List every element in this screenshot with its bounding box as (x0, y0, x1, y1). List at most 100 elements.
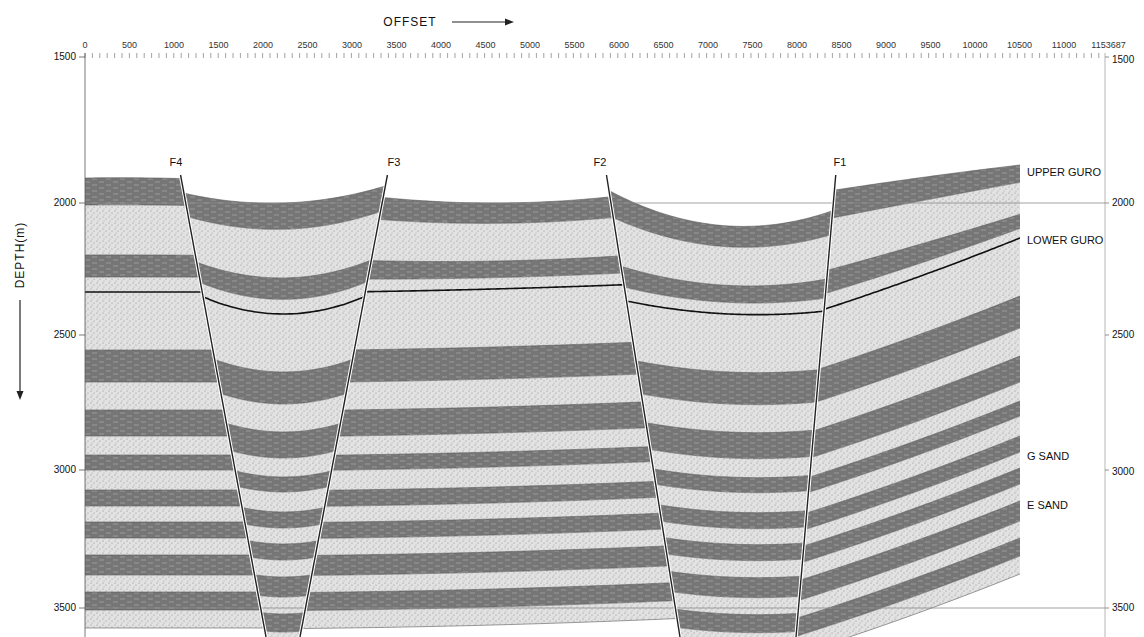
depth-label: 3000 (54, 465, 76, 475)
horizon-line (756, 213, 1080, 331)
ruler-tick (366, 53, 367, 58)
ruler-tick (92, 53, 93, 58)
horizon-label: UPPER GURO (1027, 167, 1101, 178)
ruler-tick (543, 53, 544, 58)
depth-label: 3500 (54, 603, 76, 613)
ruler-tick (166, 53, 167, 58)
arrow-head (505, 19, 514, 26)
ruler-tick (603, 53, 604, 58)
offset-tick-label: 5500 (564, 41, 584, 50)
arrow-head (17, 391, 24, 400)
ruler-tick (551, 53, 552, 58)
bed-boundary (25, 628, 281, 629)
ruler-tick (751, 53, 752, 58)
ruler-tick (869, 53, 870, 58)
offset-tick-label: 7500 (742, 41, 762, 50)
ruler-tick (662, 53, 663, 58)
axis-title: OFFSET (383, 16, 436, 28)
sand-layer (25, 575, 281, 592)
ruler-tick (817, 53, 818, 58)
ruler-tick (107, 53, 108, 58)
ruler-tick (684, 53, 685, 58)
ruler-tick (373, 53, 374, 58)
fault-gap (181, 175, 266, 637)
bed-boundary (285, 495, 701, 506)
ruler-tick (307, 53, 308, 58)
ruler-tick (210, 53, 211, 58)
bed-boundary (756, 549, 1080, 637)
ruler-tick (677, 53, 678, 58)
offset-tick-label: 3000 (342, 41, 362, 50)
ruler-tick (965, 53, 966, 58)
ruler-tick (218, 53, 219, 58)
axis-tick (1105, 470, 1109, 471)
ruler-tick (1054, 53, 1055, 58)
bed-boundary (285, 479, 701, 490)
ruler-tick (262, 53, 263, 58)
fault-label: F1 (834, 157, 847, 168)
ruler-tick (736, 53, 737, 58)
bed-boundary (285, 581, 701, 592)
axis-tick (1105, 57, 1109, 58)
ruler-tick (284, 53, 285, 58)
bed-boundary (285, 544, 701, 555)
ruler-tick (144, 53, 145, 58)
ruler-tick (321, 53, 322, 58)
ruler-tick (1002, 53, 1003, 58)
ruler-tick (455, 53, 456, 58)
ruler-tick (129, 53, 130, 58)
ruler-tick (862, 53, 863, 58)
bed-boundary (582, 175, 874, 227)
offset-tick-label: 4500 (475, 41, 495, 50)
bed-boundary (25, 522, 281, 523)
ruler-tick (469, 53, 470, 58)
ruler-tick (699, 53, 700, 58)
ruler-tick (1098, 53, 1099, 58)
ruler-tick (773, 53, 774, 58)
depth-label: 2000 (54, 198, 76, 208)
depth-label: 3000 (1112, 467, 1134, 477)
ruler-tick (706, 53, 707, 58)
ruler-tick (225, 53, 226, 58)
ruler-tick (277, 53, 278, 58)
ruler-tick (566, 53, 567, 58)
depth-label: 1500 (1112, 55, 1134, 65)
ruler-tick (640, 53, 641, 58)
ruler-tick (1024, 53, 1025, 58)
ruler-tick (314, 53, 315, 58)
offset-tick-label: 5000 (520, 41, 540, 50)
ruler-tick (514, 53, 515, 58)
depth-arrow (19, 300, 20, 392)
ruler-tick (906, 53, 907, 58)
ruler-tick (625, 53, 626, 58)
fault-gap (796, 175, 836, 637)
ruler-tick (122, 53, 123, 58)
ruler-tick (1084, 53, 1085, 58)
bed-boundary (25, 592, 281, 593)
ruler-tick (447, 53, 448, 58)
axis-tick (79, 608, 85, 609)
ruler-tick (403, 53, 404, 58)
ruler-tick (1017, 53, 1018, 58)
ruler-tick (810, 53, 811, 58)
offset-tick-label: 4000 (431, 41, 451, 50)
axis-line (1105, 53, 1106, 637)
ruler-tick (173, 53, 174, 58)
fault-label: F2 (594, 157, 607, 168)
ruler-tick (381, 53, 382, 58)
ruler-tick (847, 53, 848, 58)
offset-tick-label: 1000 (164, 41, 184, 50)
ruler-tick (780, 53, 781, 58)
ruler-tick (506, 53, 507, 58)
depth-label: 2000 (1112, 198, 1134, 208)
ruler-tick (765, 53, 766, 58)
offset-tick-label: 9500 (920, 41, 940, 50)
ruler-tick (743, 53, 744, 58)
fault-gap (606, 175, 680, 637)
fault-label: F4 (170, 157, 183, 168)
bed-boundary (756, 357, 1080, 475)
ruler-tick (654, 53, 655, 58)
bed-boundary (25, 538, 281, 539)
